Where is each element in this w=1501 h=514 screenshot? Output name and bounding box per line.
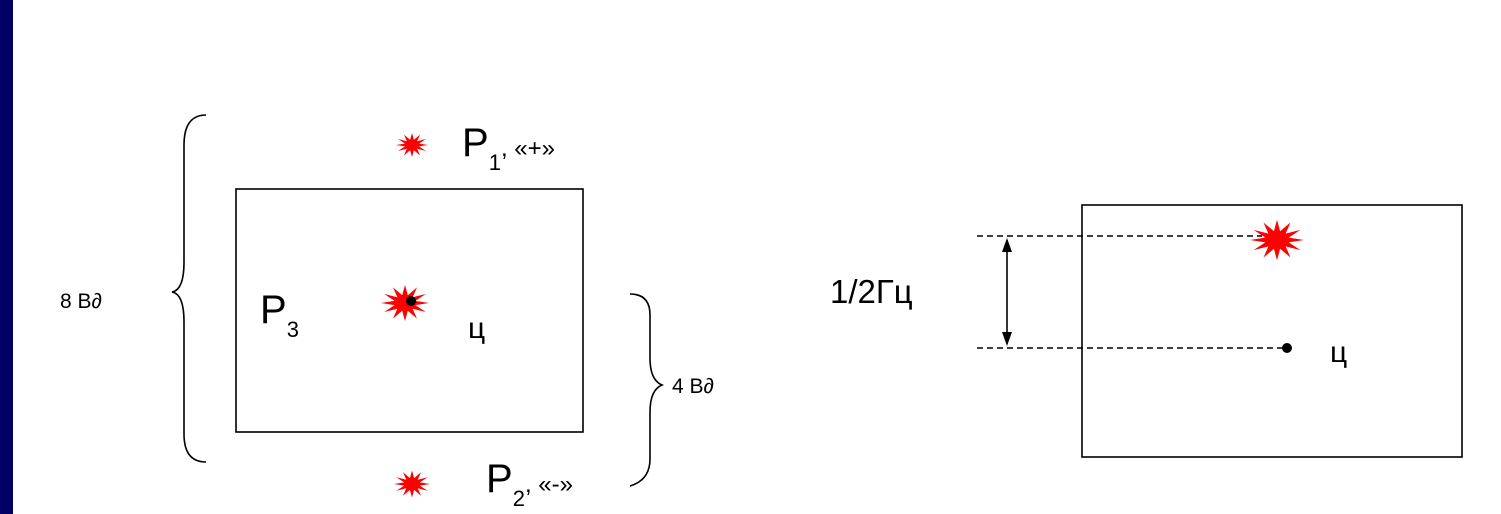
arrow-head-bottom bbox=[1002, 332, 1012, 346]
p1-marker bbox=[396, 133, 428, 157]
large-brace bbox=[171, 114, 207, 463]
p2-marker bbox=[394, 470, 430, 498]
left-rectangle bbox=[235, 188, 584, 433]
small-brace bbox=[629, 293, 665, 487]
p2-label: P2, «-» bbox=[486, 457, 573, 511]
center-dot bbox=[406, 296, 416, 306]
distance-label: 1/2Гц bbox=[830, 273, 913, 310]
p3-marker bbox=[381, 285, 429, 321]
right-rectangle bbox=[1081, 204, 1463, 458]
p3-label: P3 bbox=[260, 288, 299, 342]
brace-large-label: 8 В∂ bbox=[60, 290, 102, 313]
left-center-label: ц bbox=[468, 312, 485, 345]
right-center-label: ц bbox=[1330, 336, 1347, 369]
slide-canvas: 8 В∂ P1, «+» P3 ц 4 В∂ P2, «-» 1/2Гц ц bbox=[13, 0, 1501, 514]
arrow-head-top bbox=[1002, 238, 1012, 252]
right-center-dot bbox=[1282, 343, 1292, 353]
diagram-svg: 8 В∂ P1, «+» P3 ц 4 В∂ P2, «-» 1/2Гц ц bbox=[60, 114, 1463, 511]
right-marker bbox=[1250, 219, 1304, 261]
p1-label: P1, «+» bbox=[462, 121, 555, 175]
right-diagram: 1/2Гц ц bbox=[830, 204, 1463, 458]
brace-small-label: 4 В∂ bbox=[672, 375, 714, 398]
left-diagram: 8 В∂ P1, «+» P3 ц 4 В∂ P2, «-» bbox=[60, 114, 714, 511]
